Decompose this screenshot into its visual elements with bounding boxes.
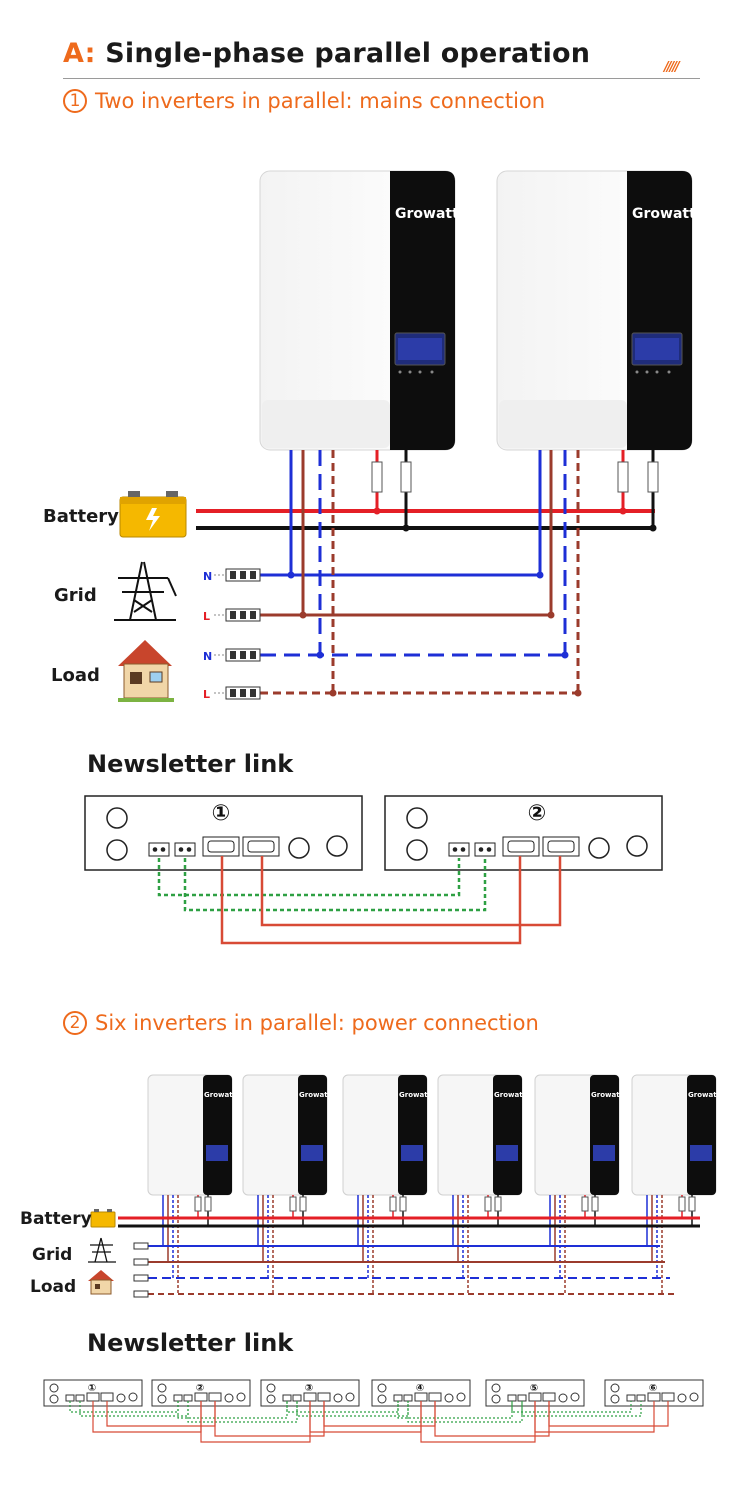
section1-heading: 1 Two inverters in parallel: mains conne… <box>63 89 545 113</box>
terminal-block-icon <box>133 1242 149 1298</box>
inverter-small-4: Growatt <box>437 1074 527 1294</box>
title-divider <box>63 78 700 79</box>
link-panel-1 <box>84 795 363 871</box>
link-cable-pair-2 <box>177 1401 325 1443</box>
section2-heading: 2 Six inverters in parallel: power conne… <box>63 1011 539 1035</box>
load-label: Load <box>51 665 100 686</box>
brand-logo-small-2: Growatt <box>299 1091 332 1099</box>
unit-number-small-6: ⑥ <box>649 1383 657 1394</box>
house-icon <box>88 1270 114 1295</box>
inverter-small-5: Growatt <box>534 1074 624 1294</box>
breaker-icon <box>371 450 412 532</box>
unit-number-small-3: ③ <box>305 1383 313 1394</box>
unit-number-small-2: ② <box>196 1383 204 1394</box>
link-heading-1: Newsletter link <box>87 750 294 778</box>
link-panel-2 <box>384 795 663 871</box>
title-text: Single-phase parallel operation <box>105 38 591 69</box>
grid-label: Grid <box>54 585 97 606</box>
transmission-tower-icon <box>88 1237 116 1263</box>
section2-title: Six inverters in parallel: power connect… <box>95 1011 539 1035</box>
section2-number: 2 <box>63 1011 87 1035</box>
inverter-2 <box>496 170 693 451</box>
brand-logo-small-3: Growatt <box>399 1091 432 1099</box>
battery-label: Battery <box>43 506 119 527</box>
link-panel-small-3: ③ <box>260 1379 360 1407</box>
brand-logo-small-5: Growatt <box>591 1091 624 1099</box>
inverter-small-3: Growatt <box>342 1074 432 1294</box>
grid-label-small: Grid <box>32 1245 73 1265</box>
unit-number-2: ② <box>528 801 547 826</box>
brand-logo-small-4: Growatt <box>494 1091 527 1099</box>
link-cable-red <box>220 856 562 945</box>
inverter-small-1: Growatt <box>147 1074 237 1294</box>
battery-label-small: Battery <box>20 1209 92 1229</box>
section1-number: 1 <box>63 89 87 113</box>
inverter-small-2: Growatt <box>242 1074 332 1294</box>
title-decoration: ///// <box>664 60 680 75</box>
breaker-icon <box>617 450 659 532</box>
unit-number-small-5: ⑤ <box>530 1383 538 1394</box>
inverter-1 <box>259 170 456 451</box>
terminal-block-icon <box>214 568 261 700</box>
link-heading-2: Newsletter link <box>87 1329 294 1357</box>
house-icon <box>118 640 174 702</box>
link-cable-pair-5 <box>511 1401 669 1433</box>
brand-logo-2: Growatt <box>632 206 696 222</box>
grid-n-label: N <box>203 570 212 583</box>
battery-icon <box>119 491 187 538</box>
section1-title: Two inverters in parallel: mains connect… <box>95 89 546 113</box>
load-l-label: L <box>203 688 210 701</box>
brand-logo-1: Growatt <box>395 206 459 222</box>
title-prefix: A: <box>63 38 96 69</box>
brand-logo-small-6: Growatt <box>688 1091 721 1099</box>
page-title: A: Single-phase parallel operation <box>63 38 590 69</box>
unit-number-small-4: ④ <box>416 1383 424 1394</box>
link-panel-small-5: ⑤ <box>485 1379 585 1407</box>
unit-number-1: ① <box>212 801 231 826</box>
inverter-small-6: Growatt <box>631 1074 721 1294</box>
load-n-label: N <box>203 650 212 663</box>
grid-l-label: L <box>203 610 210 623</box>
brand-logo-small-1: Growatt <box>204 1091 237 1099</box>
link-cable-pair-4 <box>397 1401 550 1443</box>
battery-icon <box>90 1209 116 1228</box>
link-cable-green <box>157 858 487 912</box>
load-label-small: Load <box>30 1277 77 1297</box>
transmission-tower-icon <box>114 561 177 621</box>
unit-number-small-1: ① <box>88 1383 96 1394</box>
